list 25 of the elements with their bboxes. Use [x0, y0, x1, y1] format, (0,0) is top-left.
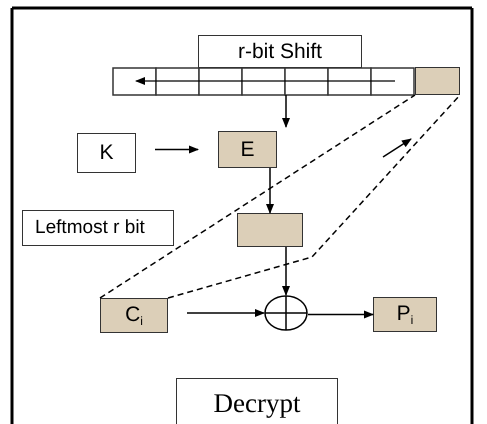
text-box: [176, 378, 338, 424]
node-label: Decrypt: [214, 388, 300, 418]
arrow: [155, 146, 199, 154]
text-box: [22, 210, 174, 246]
text-box: [237, 213, 303, 247]
dashed-connector: [100, 94, 416, 299]
text-box: [373, 297, 437, 332]
text-box: [198, 35, 362, 68]
node-label: K: [99, 141, 114, 165]
dashed-connector: [168, 94, 461, 299]
node-label: Leftmost r bit: [35, 217, 145, 239]
xor-symbol: [264, 295, 308, 331]
arrow: [187, 309, 265, 317]
arrow: [282, 95, 290, 128]
arrow: [266, 168, 274, 214]
text-box: [218, 131, 277, 168]
arrow: [308, 310, 374, 318]
text-box: [77, 133, 136, 173]
node-label: P$_{i}$: [396, 302, 414, 327]
node-label: r-bit Shift: [238, 40, 322, 64]
register-cell: [415, 67, 460, 95]
text-box: [100, 298, 168, 333]
node-label: E: [240, 138, 254, 162]
node-label: C$_{i}$: [125, 303, 143, 328]
arrow: [282, 247, 290, 296]
